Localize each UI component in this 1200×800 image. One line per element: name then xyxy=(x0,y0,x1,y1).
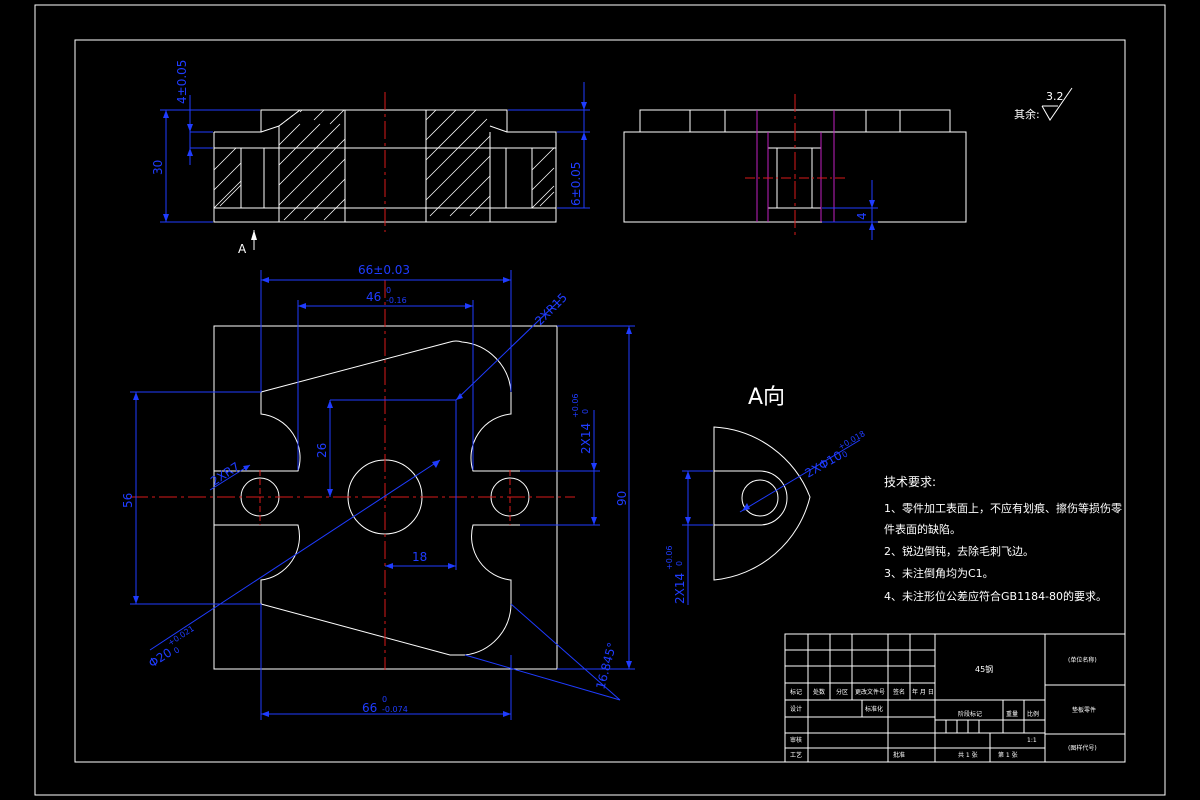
dim-width-46: 46 xyxy=(366,290,381,304)
scale-label: 比例 xyxy=(1027,710,1039,718)
view-a-dim-diam-tol-lower: 0 xyxy=(841,449,850,459)
requirement-line: 1、零件加工表面上，不应有划痕、擦伤等损伤零 xyxy=(884,501,1122,515)
technical-requirements: 技术要求: 1、零件加工表面上，不应有划痕、擦伤等损伤零 件表面的缺陷。 2、锐… xyxy=(884,475,1122,603)
company-label: (单位名称) xyxy=(1068,656,1097,664)
view-a-dim-14-tol-upper: +0.06 xyxy=(665,545,674,570)
dim-height-26: 26 xyxy=(315,443,329,458)
view-a-dim-diam: 2XΦ10 xyxy=(803,448,845,480)
requirement-line: 2、锐边倒钝，去除毛刺飞边。 xyxy=(884,544,1034,558)
row-process: 工艺 xyxy=(790,751,802,759)
dim-diam-20-tol-lower: 0 xyxy=(172,645,181,655)
view-a-arrow-label: A xyxy=(238,242,247,256)
header-mark: 标记 xyxy=(790,688,802,696)
weight-label: 重量 xyxy=(1006,710,1018,718)
title-block xyxy=(784,633,1126,763)
dim-tol-6: 6±0.05 xyxy=(569,162,583,206)
dim-diam-20: Φ20 xyxy=(146,645,174,670)
dim-height-56: 56 xyxy=(121,493,135,508)
dim-top-tol: 4±0.05 xyxy=(175,60,189,104)
requirement-line: 3、未注倒角均为C1。 xyxy=(884,566,994,580)
scale-value: 1:1 xyxy=(1027,737,1037,744)
dim-width-66: 66±0.03 xyxy=(358,263,410,277)
row-design: 设计 xyxy=(790,705,802,713)
sheet-total: 共 1 张 xyxy=(958,751,978,759)
dim-slot-14: 2X14 xyxy=(579,423,593,454)
roughness-symbol: 其余: 3.2 xyxy=(1014,87,1073,121)
plan-view: 66±0.03 46 0 -0.16 2XR15 26 56 90 2X14 +… xyxy=(121,263,635,720)
dim-height-90: 90 xyxy=(615,491,629,506)
dim-diam-20-tol-upper: +0.021 xyxy=(166,624,196,648)
row-standard: 标准化 xyxy=(865,705,883,713)
roughness-value: 3.2 xyxy=(1046,90,1064,103)
row-check: 审核 xyxy=(790,736,802,744)
view-a-dim-diam-tol-upper: +0.018 xyxy=(837,429,867,452)
header-change-doc: 更改文件号 xyxy=(855,688,885,696)
side-view: 4 xyxy=(623,94,967,240)
header-count: 处数 xyxy=(813,688,825,696)
requirements-title: 技术要求: xyxy=(884,475,936,489)
requirement-line: 件表面的缺陷。 xyxy=(884,522,961,536)
dim-width-18: 18 xyxy=(412,550,427,564)
dim-width-46-tol-upper: 0 xyxy=(386,286,391,295)
part-name-label: 垫板零件 xyxy=(1072,706,1096,714)
dim-radius-r7: 2XR7 xyxy=(208,459,242,488)
dim-bottom-66: 66 xyxy=(362,701,377,715)
view-a-dim-14-tol-lower: 0 xyxy=(675,561,684,566)
stage-label: 阶段标记 xyxy=(958,710,982,718)
material-label: 45钢 xyxy=(975,664,993,674)
title-block-text: 45钢 (单位名称) 垫板零件 (图样代号) 标记 处数 分区 更改文件号 签名… xyxy=(790,656,1097,759)
dim-bottom-66-tol-lower: -0.074 xyxy=(382,705,408,714)
dim-slot-14-tol-upper: +0.06 xyxy=(571,393,580,418)
dim-height-30: 30 xyxy=(151,160,165,175)
requirement-line: 4、未注形位公差应符合GB1184-80的要求。 xyxy=(884,589,1107,603)
header-date: 年 月 日 xyxy=(912,688,934,696)
outer-border xyxy=(34,4,1166,796)
view-a: A向 2X14 +0.06 0 2XΦ10 +0.018 0 xyxy=(665,385,867,605)
dim-slot-14-tol-lower: 0 xyxy=(581,409,590,414)
front-section-view: 4±0.05 30 6±0.05 A xyxy=(151,60,590,256)
dim-bottom-66-tol-upper: 0 xyxy=(382,695,387,704)
dim-side-4: 4 xyxy=(855,212,869,220)
view-a-dim-14: 2X14 xyxy=(673,573,687,604)
roughness-prefix: 其余: xyxy=(1014,107,1040,121)
sheet-no: 第 1 张 xyxy=(998,751,1018,759)
dim-radius-r15: 2XR15 xyxy=(532,290,570,328)
dim-angle: 16.845° xyxy=(593,641,619,691)
header-sign: 签名 xyxy=(893,688,905,696)
inner-border xyxy=(74,39,1126,763)
header-zone: 分区 xyxy=(836,688,848,696)
view-a-title: A向 xyxy=(748,385,785,410)
dim-width-46-tol-lower: -0.16 xyxy=(386,296,407,305)
row-approve: 批准 xyxy=(893,751,905,759)
drawing-no-label: (图样代号) xyxy=(1068,744,1097,752)
